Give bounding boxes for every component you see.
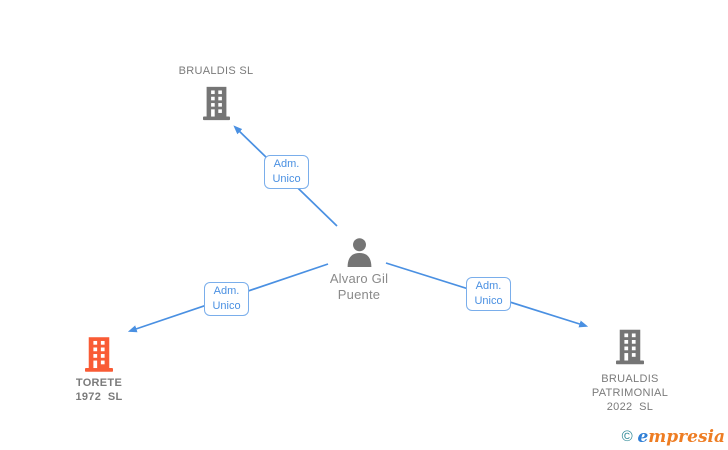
building-icon — [616, 329, 644, 365]
edge-role-label-adm-unico: Adm. Unico — [264, 155, 309, 189]
empresia-logo[interactable]: © empresia — [622, 427, 725, 447]
company-name-label: BRUALDIS PATRIMONIAL 2022 SL — [591, 373, 669, 413]
edge-role-label-adm-unico: Adm. Unico — [466, 277, 511, 311]
person-node-alvaro-gil-puente[interactable]: Alvaro Gil Puente — [289, 238, 429, 302]
edge-role-label-adm-unico: Adm. Unico — [204, 282, 249, 316]
company-name-label: BRUALDIS SL — [178, 65, 254, 77]
building-icon — [85, 337, 113, 372]
company-name-label: TORETE 1972 SL — [75, 377, 123, 403]
empresia-logo-text: mpresia — [648, 427, 725, 447]
copyright-icon: © — [621, 428, 633, 445]
person-icon — [347, 238, 371, 267]
company-node-torete-1972[interactable]: TORETE 1972 SL — [29, 336, 169, 404]
person-name-label: Alvaro Gil Puente — [329, 271, 389, 302]
company-node-brualdis[interactable]: BRUALDIS SL — [146, 64, 286, 121]
company-node-brualdis-patrimonial-2022[interactable]: BRUALDIS PATRIMONIAL 2022 SL — [560, 329, 700, 414]
empresia-logo-e: e — [637, 427, 649, 447]
building-icon — [202, 86, 230, 121]
